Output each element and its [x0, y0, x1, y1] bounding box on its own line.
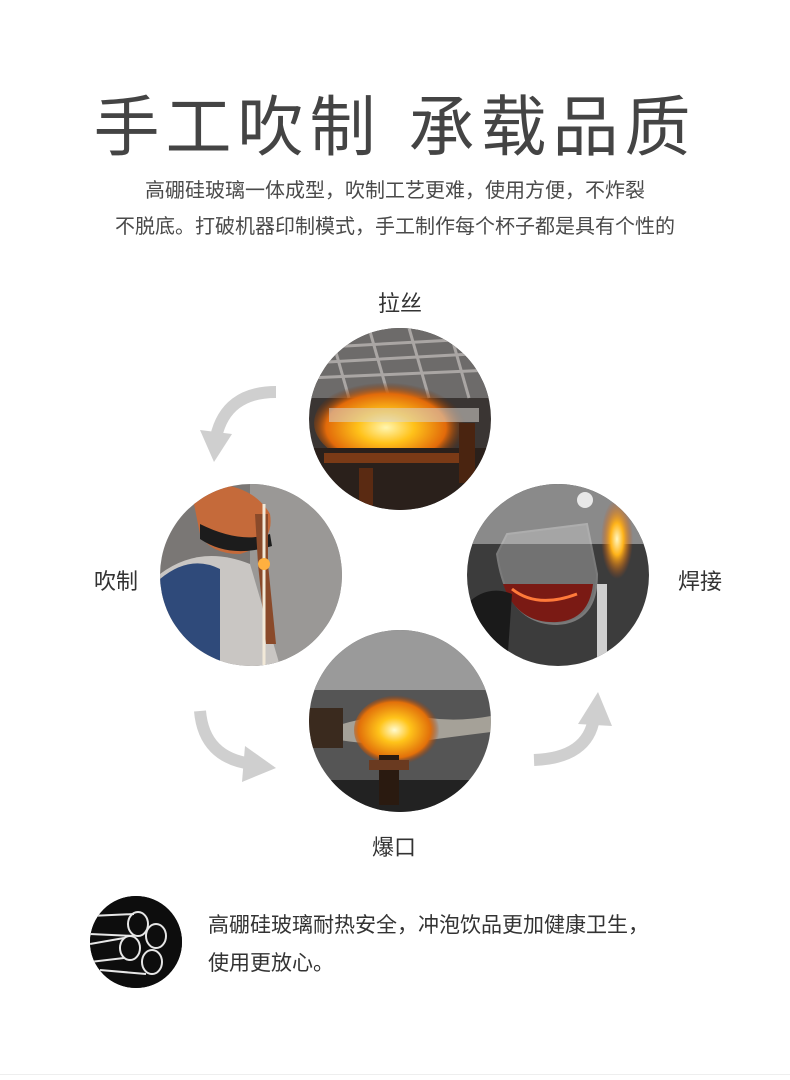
subtitle-line-2: 不脱底。打破机器印制模式，手工制作每个杯子都是具有个性的 [115, 214, 675, 238]
footer-line-1: 高硼硅玻璃耐热安全，冲泡饮品更加健康卫生， [208, 913, 649, 937]
welding-photo [467, 484, 649, 666]
arrow-bottom-right-icon [533, 692, 612, 766]
glass-tubes-icon [90, 896, 182, 988]
arrow-bottom-left-icon [194, 710, 276, 782]
arrow-top-left-icon [200, 386, 277, 462]
footer-line-2: 使用更放心。 [208, 951, 334, 975]
step-label-drawing: 拉丝 [377, 292, 422, 317]
blowing-photo [160, 484, 342, 666]
bursting-photo [309, 630, 491, 812]
drawing-photo [309, 328, 491, 510]
step-label-bursting: 爆口 [371, 836, 416, 861]
footer-text: 高硼硅玻璃耐热安全，冲泡饮品更加健康卫生， 使用更放心。 [208, 906, 768, 982]
subtitle: 高硼硅玻璃一体成型，吹制工艺更难，使用方便，不炸裂 不脱底。打破机器印制模式，手… [0, 172, 790, 244]
subtitle-line-1: 高硼硅玻璃一体成型，吹制工艺更难，使用方便，不炸裂 [145, 178, 645, 202]
step-label-blowing: 吹制 [93, 570, 138, 595]
divider [0, 1074, 790, 1075]
page-title: 手工吹制 承载品质 [93, 89, 697, 166]
step-label-welding: 焊接 [677, 570, 722, 595]
